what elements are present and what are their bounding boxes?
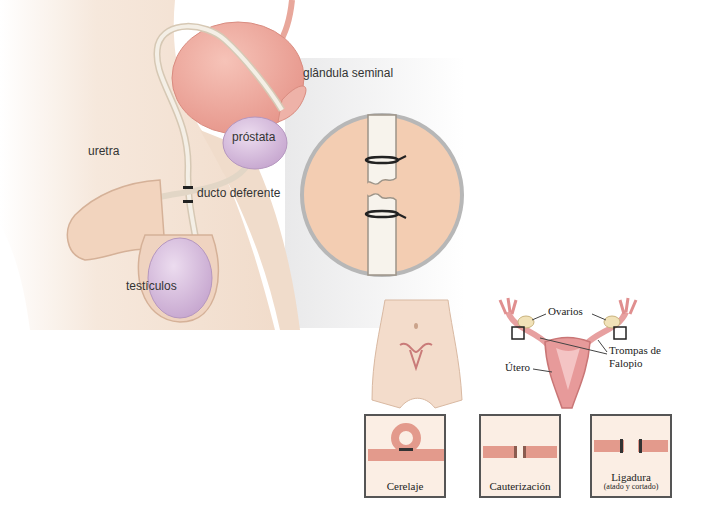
- part-label: próstata: [232, 131, 275, 145]
- part-label: Trompas de Falopio: [609, 344, 681, 369]
- procedure-box: Ligadura(atado y cortado): [590, 414, 672, 498]
- testis: [148, 238, 212, 318]
- torso: [372, 300, 462, 408]
- part-label: glândula seminal: [303, 67, 393, 81]
- site-marker: [614, 327, 626, 339]
- vas-cut-lower: [368, 194, 396, 275]
- procedure-box: Cerelaje: [364, 414, 446, 498]
- vas-cut-upper: [368, 115, 396, 184]
- leader-line: [532, 314, 546, 320]
- tube: [368, 449, 444, 461]
- tube: [483, 446, 557, 458]
- box-caption: Ligadura: [611, 471, 651, 483]
- box-caption: Cauterización: [489, 480, 550, 492]
- box-subcaption: (atado y cortado): [604, 483, 659, 492]
- inset-circle: [302, 115, 462, 275]
- fallopian-tube: [508, 312, 548, 345]
- prostate: [223, 117, 287, 169]
- ovary: [518, 316, 534, 328]
- tube: [594, 440, 668, 452]
- fimbriae: [500, 298, 516, 314]
- small-uterus: [400, 344, 432, 368]
- part-label: Útero: [505, 361, 530, 374]
- tie: [183, 186, 193, 189]
- tube-loop: [395, 427, 417, 449]
- part-label: uretra: [88, 145, 119, 159]
- part-label: testículos: [126, 280, 177, 294]
- leader-line: [598, 340, 607, 352]
- inset-panel: [285, 58, 465, 328]
- fimbriae: [620, 298, 636, 314]
- ovary: [604, 316, 620, 328]
- part-label: ducto deferente: [197, 187, 280, 201]
- tie: [183, 200, 193, 203]
- scrotum: [138, 235, 218, 322]
- ligature: [366, 211, 398, 217]
- procedure-box: Cauterización: [479, 414, 561, 498]
- part-label: Ovarios: [548, 305, 583, 318]
- leader-line: [533, 369, 552, 372]
- leader-line: [592, 314, 606, 320]
- leader-line: [540, 338, 607, 354]
- fallopian-tube: [585, 312, 626, 345]
- box-caption: Cerelaje: [387, 480, 424, 492]
- ligature: [366, 157, 398, 163]
- site-marker: [512, 327, 524, 339]
